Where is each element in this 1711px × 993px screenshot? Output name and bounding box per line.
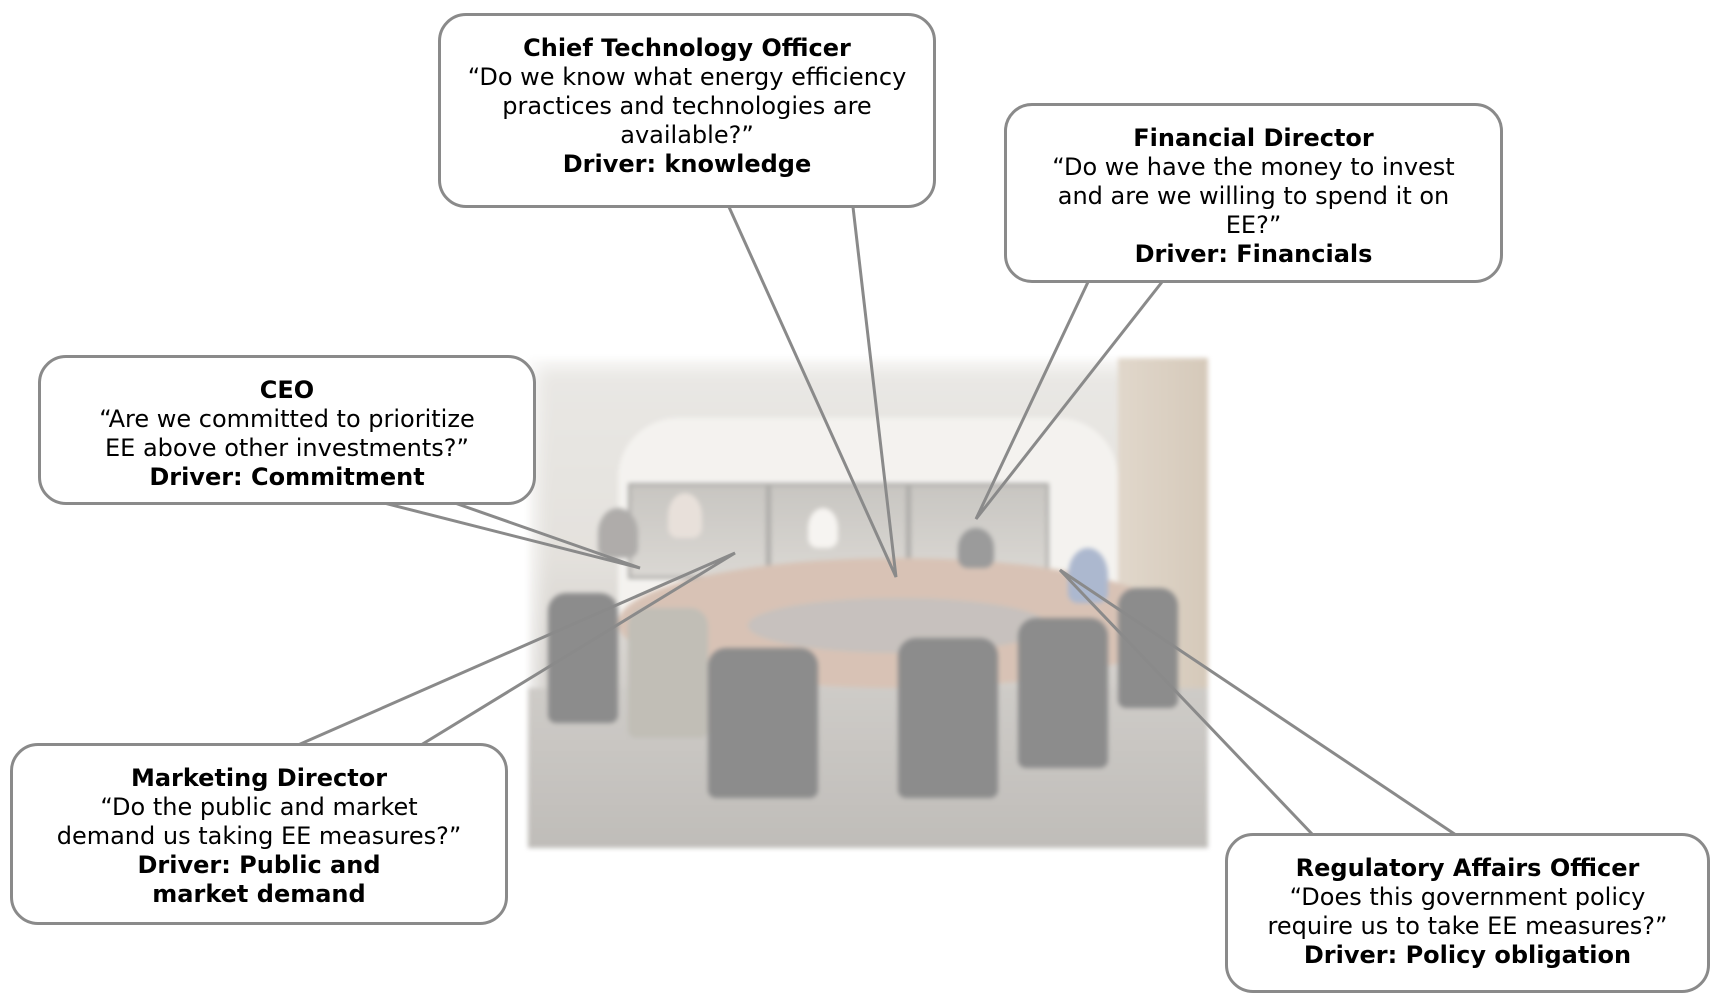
callout-regulatory-affairs-officer: Regulatory Affairs Officer “Does this go… xyxy=(1225,833,1710,993)
callout-driver: Driver: Financials xyxy=(1134,240,1373,268)
photo-chair xyxy=(1018,618,1108,768)
cto-pointer xyxy=(727,206,898,578)
photo-person xyxy=(1068,548,1108,603)
callout-driver: Driver: Public and market demand xyxy=(137,851,381,908)
callout-role: Regulatory Affairs Officer xyxy=(1295,854,1640,882)
callout-driver: Driver: knowledge xyxy=(562,150,812,178)
meeting-room-photo xyxy=(528,358,1208,848)
callout-quote: “Do the public and market demand us taki… xyxy=(56,793,462,850)
callout-driver: Driver: Commitment xyxy=(149,463,425,491)
marketing-pointer xyxy=(297,551,736,747)
photo-chair xyxy=(708,648,818,798)
photo-chair xyxy=(1118,588,1178,708)
callout-quote: “Are we committed to prioritize EE above… xyxy=(99,405,475,462)
callout-quote: “Does this government policy require us … xyxy=(1267,883,1668,940)
photo-person xyxy=(668,493,702,538)
photo-person xyxy=(958,528,994,568)
callout-driver: Driver: Policy obligation xyxy=(1303,941,1632,969)
photo-table-center xyxy=(748,598,1048,653)
financial-pointer xyxy=(974,281,1164,520)
callout-quote: “Do we know what energy efficiency pract… xyxy=(467,63,907,149)
callout-role: Financial Director xyxy=(1133,124,1374,152)
callout-marketing-director: Marketing Director “Do the public and ma… xyxy=(10,743,508,925)
callout-role: Marketing Director xyxy=(130,764,388,792)
callout-financial-director: Financial Director “Do we have the money… xyxy=(1004,103,1503,283)
photo-chair xyxy=(898,638,998,798)
photo-chair xyxy=(548,593,618,723)
photo-chair xyxy=(628,608,708,738)
photo-person xyxy=(598,508,638,558)
callout-ceo: CEO “Are we committed to prioritize EE a… xyxy=(38,355,536,505)
callout-role: Chief Technology Officer xyxy=(523,34,851,62)
callout-role: CEO xyxy=(259,376,315,404)
callout-cto: Chief Technology Officer “Do we know wha… xyxy=(438,13,936,208)
regulatory-pointer xyxy=(1058,568,1457,837)
ceo-pointer xyxy=(379,500,641,570)
photo-person xyxy=(808,508,838,548)
callout-quote: “Do we have the money to invest and are … xyxy=(1052,153,1455,239)
